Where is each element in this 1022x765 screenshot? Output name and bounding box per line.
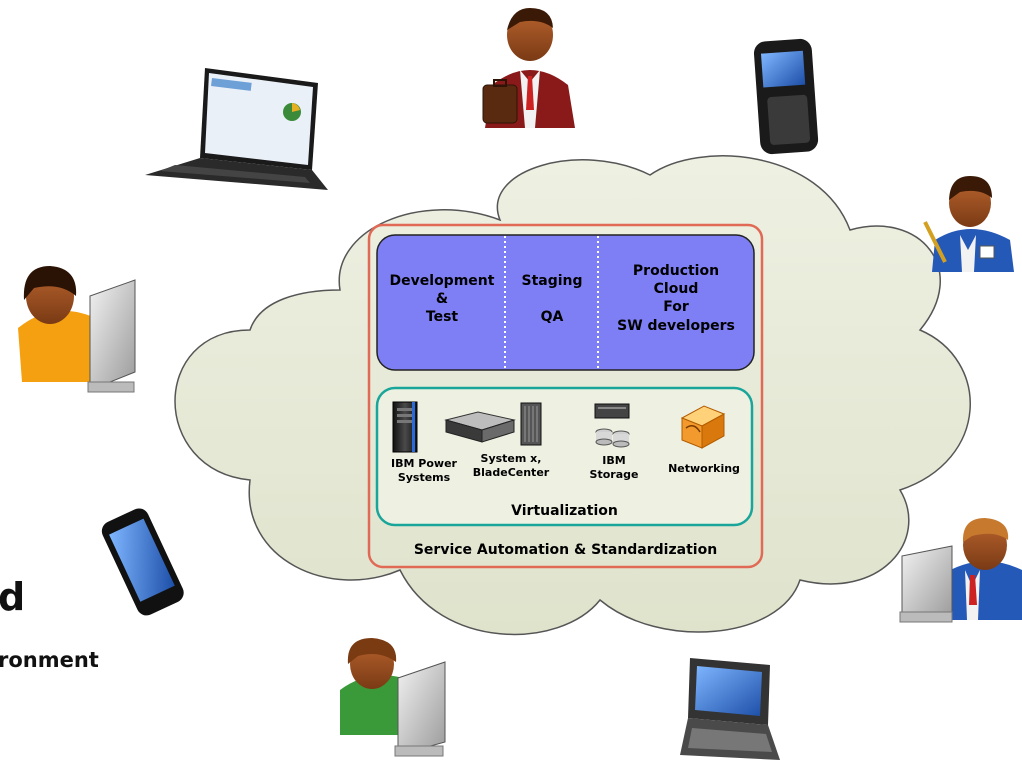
handheld-device-icon [680,658,780,760]
user-pen-icon [923,176,1014,272]
tier-development-test: Development & Test [389,273,495,326]
touch-phone-icon [101,508,184,616]
side-subtitle-fragment: ronment [0,648,99,672]
businessman-briefcase-icon [482,8,575,128]
blade-server-icon [444,402,542,446]
user-at-monitor-icon [340,638,446,757]
tier-box [376,234,755,371]
hw-system-x-bladecenter: System x, BladeCenter [472,452,550,479]
hw-networking: Networking [668,462,740,475]
user-at-monitor-icon [18,266,136,393]
virtualization-label: Virtualization [511,503,618,519]
tier-staging-qa: Staging QA [521,273,583,326]
hw-ibm-storage: IBM Storage [589,454,639,481]
hw-ibm-power-systems: IBM Power Systems [391,457,457,484]
storage-icon [594,403,630,448]
side-title-fragment: d [0,575,26,619]
service-automation-label: Service Automation & Standardization [413,542,718,558]
user-at-monitor-icon [899,518,1022,623]
smartphone-icon [753,38,819,155]
network-switch-icon [680,405,726,449]
laptop-icon [145,68,328,190]
service-automation-frame [367,223,764,569]
server-rack-icon [392,401,418,453]
tier-production-cloud: Production Cloud For SW developers [617,263,735,334]
